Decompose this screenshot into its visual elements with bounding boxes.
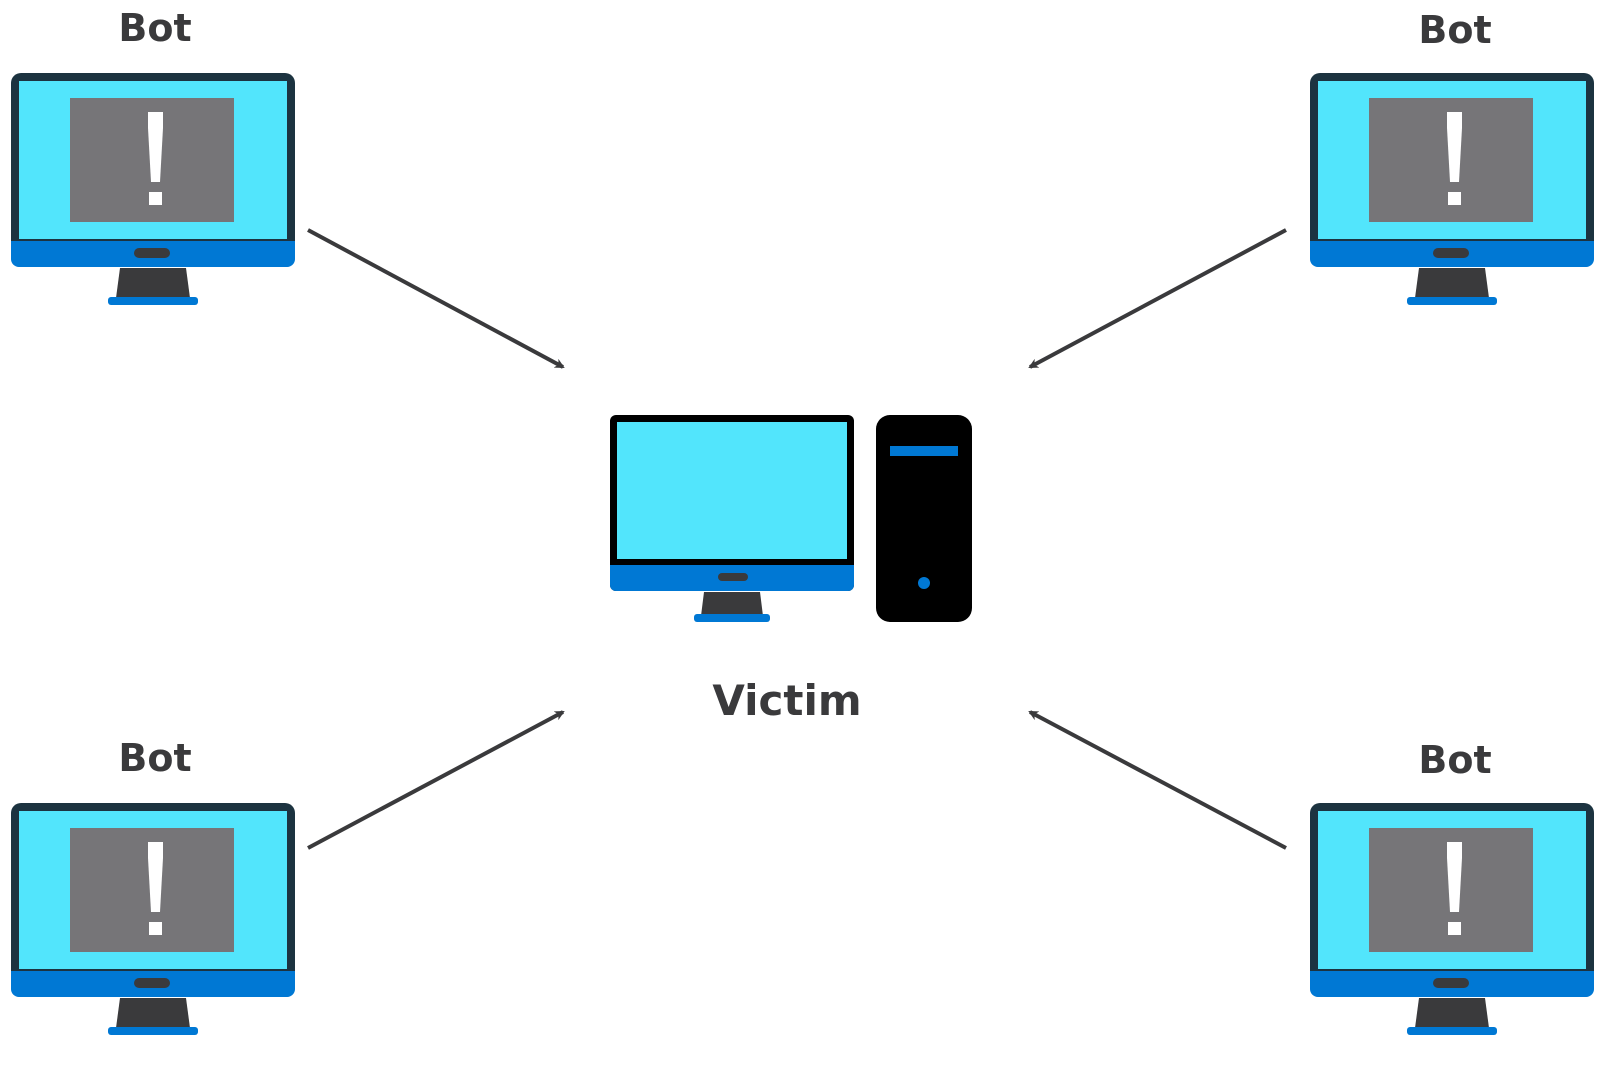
tower-pc-icon: [876, 415, 972, 622]
monitor-alert-icon: [1310, 73, 1594, 305]
bot-node-bottom-right: [1307, 800, 1600, 1040]
bot-node-top-right: [1307, 70, 1600, 310]
arrow-bot-top-left-to-victim: [307, 228, 565, 369]
bot-label: Bot: [118, 736, 192, 780]
bot-node-top-left: [8, 70, 302, 310]
monitor-alert-icon: [11, 73, 295, 305]
arrow-bot-top-right-to-victim: [1028, 228, 1287, 369]
bot-label: Bot: [118, 6, 192, 50]
monitor-alert-icon: [1310, 803, 1594, 1035]
bot-node-bottom-left: [8, 800, 302, 1040]
monitor-icon: [610, 415, 854, 622]
arrow-bot-bottom-right-to-victim: [1028, 710, 1287, 850]
victim-computer: [610, 415, 972, 622]
bot-label: Bot: [1418, 8, 1492, 52]
victim-label: Victim: [712, 676, 862, 725]
arrow-bot-bottom-left-to-victim: [307, 710, 565, 850]
monitor-alert-icon: [11, 803, 295, 1035]
bot-label: Bot: [1418, 738, 1492, 782]
victim-node: [608, 413, 978, 628]
